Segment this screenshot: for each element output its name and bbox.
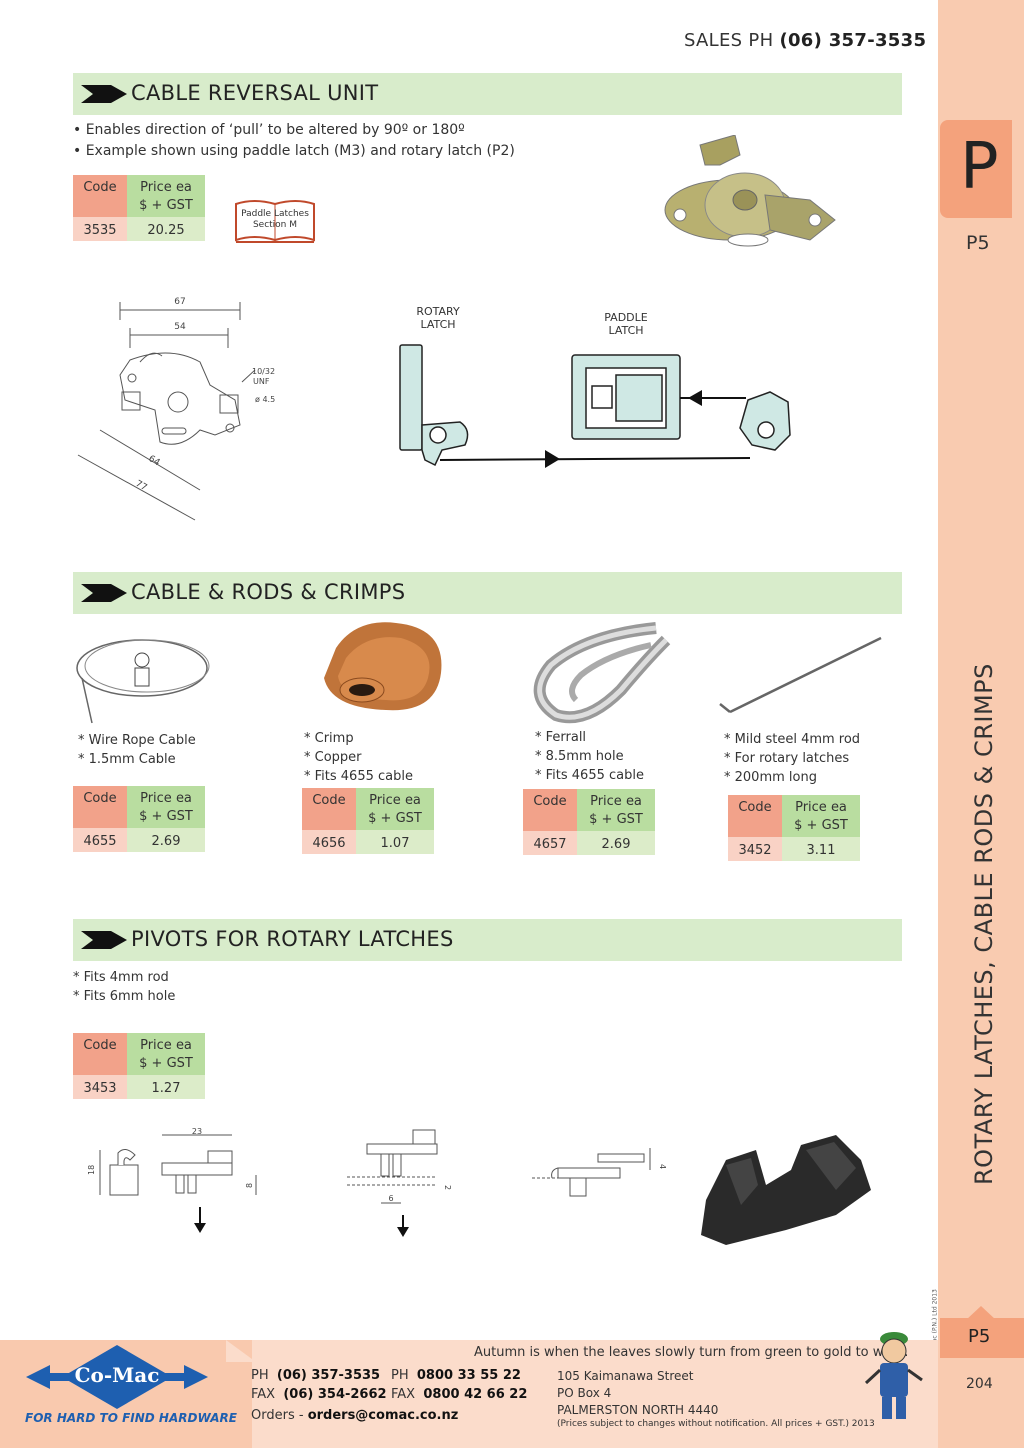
product-code: 3535	[83, 223, 117, 238]
dim-label: UNF	[253, 377, 270, 386]
reversal-unit-photo	[664, 135, 836, 247]
section-tab[interactable]: P	[940, 120, 1012, 218]
slogan: Autumn is when the leaves slowly turn fr…	[474, 1345, 909, 1360]
book-label: Paddle Latches	[241, 209, 309, 219]
orders-email[interactable]: orders@comac.co.nz	[307, 1408, 459, 1423]
product-code: 4655	[83, 834, 117, 849]
pivot-drawing-rod: 4	[532, 1148, 667, 1197]
orders-line: Orders - orders@comac.co.nz	[251, 1408, 459, 1423]
sales-phone: SALES PH (06) 357-3535	[684, 30, 927, 51]
product-price: 1.07	[380, 836, 410, 851]
dim-label: 67	[174, 297, 185, 307]
freephone-line: PH 0800 33 55 22	[391, 1368, 521, 1383]
sidebar	[938, 0, 1024, 1448]
col-code: Code	[83, 180, 117, 195]
pivot-photo	[701, 1135, 871, 1245]
page-number: 204	[966, 1376, 993, 1392]
dimension-drawing: 67 54 10/32 UNF ø 4.5 64 77	[77, 297, 275, 521]
diagram-label: PADDLE	[604, 311, 648, 324]
product-caption: * Mild steel 4mm rod* For rotary latches…	[724, 732, 861, 785]
product-price: 1.27	[151, 1081, 181, 1096]
mascot-icon	[864, 1332, 923, 1419]
col-price-gst: $ + GST	[139, 198, 193, 213]
freefax-line: FAX 0800 42 66 22	[391, 1387, 528, 1402]
dim-label: 23	[192, 1127, 202, 1136]
pivot-drawing-side: 18 23 8	[87, 1127, 257, 1233]
section-title: CABLE & RODS & CRIMPS	[131, 580, 406, 604]
product-code: 4657	[533, 837, 567, 852]
dim-label: 18	[87, 1165, 96, 1175]
bullet-list: * Fits 4mm rod* Fits 6mm hole	[73, 970, 176, 1004]
book-label: Section M	[252, 220, 298, 230]
section-title: PIVOTS FOR ROTARY LATCHES	[131, 927, 454, 951]
product-code: 4656	[312, 836, 346, 851]
section-header-pivots: PIVOTS FOR ROTARY LATCHES	[73, 919, 902, 961]
assembly-diagram: ROTARY LATCH PADDLE LATCH	[399, 305, 791, 468]
diagram-label: ROTARY	[416, 305, 460, 318]
tab-arrow-icon	[966, 1306, 996, 1320]
ferrall-photo	[533, 622, 671, 724]
book-icon	[235, 200, 315, 243]
tagline: FOR HARD TO FIND HARDWARE	[25, 1411, 237, 1425]
footer-tab-corner	[226, 1340, 256, 1362]
dim-label: 6	[388, 1194, 393, 1203]
col-price: Price ea	[140, 180, 192, 195]
dim-label: 8	[245, 1183, 254, 1188]
pivot-drawing-mounted: 2 6	[347, 1129, 452, 1237]
product-caption: * Crimp* Copper* Fits 4655 cable	[304, 731, 413, 784]
section-letter: P	[960, 130, 999, 204]
comac-logo[interactable]: Co-Mac	[22, 1343, 212, 1411]
disclaimer: (Prices subject to changes without notif…	[557, 1419, 875, 1429]
arrow-icon	[81, 584, 127, 602]
copper-crimp-photo	[324, 622, 442, 711]
bullet-list: • Enables direction of ‘pull’ to be alte…	[73, 120, 515, 162]
product-code: 3452	[738, 843, 772, 858]
product-price: 2.69	[601, 837, 631, 852]
diagram-label: LATCH	[420, 318, 455, 331]
bottom-tab[interactable]: P5	[940, 1318, 1024, 1358]
phone-line: PH (06) 357-3535	[251, 1368, 381, 1383]
steel-rod-photo	[719, 636, 882, 714]
bullet: • Example shown using paddle latch (M3) …	[73, 143, 515, 159]
dim-label: ø 4.5	[255, 395, 275, 404]
section-header-cable: CABLE & RODS & CRIMPS	[73, 572, 902, 614]
dim-label: 4	[658, 1164, 667, 1169]
arrow-icon	[81, 931, 127, 949]
section-header-reversal: CABLE REVERSAL UNIT	[73, 73, 902, 115]
section-code: P5	[966, 232, 990, 254]
product-price: 2.69	[151, 834, 181, 849]
dim-label: 77	[134, 479, 149, 493]
product-price: 3.11	[806, 843, 836, 858]
logo-icon	[26, 1345, 208, 1409]
product-code: 3453	[83, 1081, 117, 1096]
vertical-title: ROTARY LATCHES, CABLE RODS & CRIMPS	[970, 663, 998, 1185]
bottom-code: P5	[968, 1326, 991, 1347]
product-price: 20.25	[147, 223, 185, 238]
arrow-icon	[81, 85, 127, 103]
dim-label: 2	[443, 1185, 452, 1190]
dim-label: 10/32	[252, 367, 275, 376]
bullet: • Enables direction of ‘pull’ to be alte…	[73, 122, 465, 138]
diagram-label: LATCH	[608, 324, 643, 337]
section-title: CABLE REVERSAL UNIT	[131, 81, 379, 105]
wire-rope-photo	[76, 639, 210, 724]
dim-label: 54	[174, 322, 186, 332]
product-caption: * Ferrall* 8.5mm hole* Fits 4655 cable	[535, 730, 644, 783]
fax-line: FAX (06) 354-2662	[251, 1387, 387, 1402]
product-caption: * Wire Rope Cable* 1.5mm Cable	[78, 733, 196, 767]
catalogue-link[interactable]: Paddle Latches Section M	[234, 198, 316, 244]
dim-label: 64	[147, 454, 162, 469]
brand-name: Co-Mac	[74, 1363, 160, 1387]
